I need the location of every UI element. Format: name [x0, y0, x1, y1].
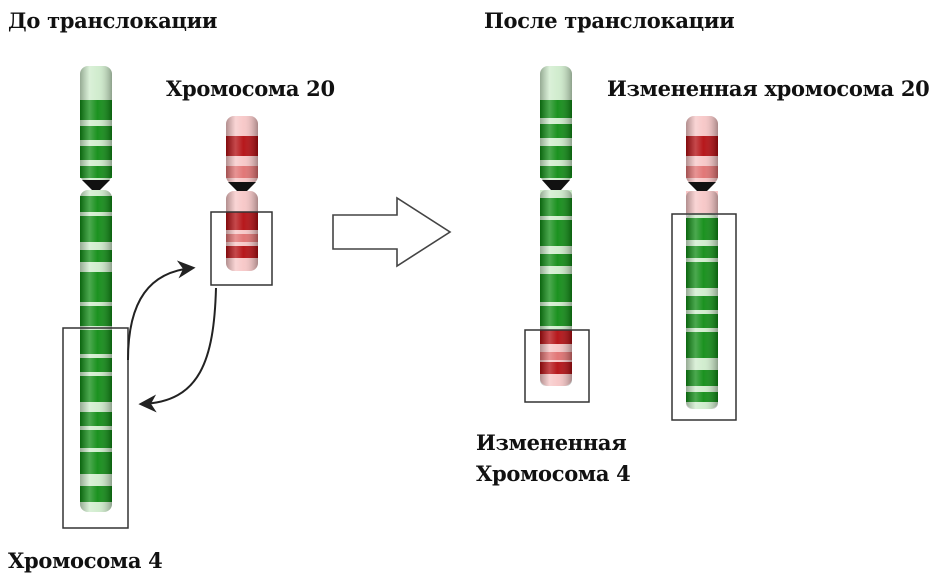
- chr20-label: Хромосома 20: [166, 76, 335, 101]
- chr20-translocated-segment-box: [210, 211, 273, 286]
- chromosome-20: [226, 116, 258, 271]
- mod-chr4-label-line1: Измененная: [476, 430, 627, 455]
- mod-chr20-label: Измененная хромосома 20: [607, 76, 930, 101]
- after-title: После транслокации: [484, 8, 735, 33]
- swap-arrow-down-icon: [138, 287, 217, 413]
- chr4-translocated-segment-box: [62, 327, 129, 529]
- chromosome-4: [80, 66, 112, 512]
- modified-chromosome-20: [686, 116, 718, 409]
- before-title: До транслокации: [8, 8, 218, 33]
- mod-chr20-segment-box: [671, 213, 737, 421]
- swap-arrow-up-icon: [127, 260, 196, 361]
- transition-arrow-icon: [332, 196, 452, 268]
- mod-chr4-segment-box: [524, 329, 590, 403]
- mod-chr4-label-line2: Хромосома 4: [476, 461, 631, 486]
- modified-chromosome-4: [540, 66, 572, 386]
- chr4-label: Хромосома 4: [8, 548, 163, 573]
